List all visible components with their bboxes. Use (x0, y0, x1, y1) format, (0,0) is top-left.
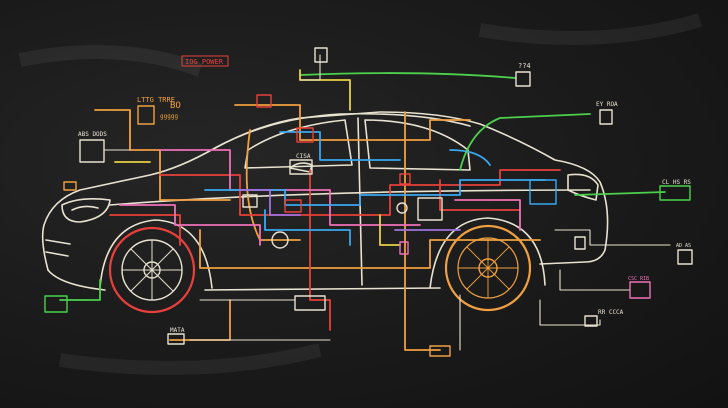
box-bottom-center (294, 295, 326, 311)
label-left-mid: ABS DODS (78, 131, 107, 138)
module-top-right (515, 71, 531, 87)
window-rear (364, 119, 471, 171)
label-right-upper: EY ROA (596, 101, 618, 108)
car-body (41, 111, 609, 291)
body-crease (109, 189, 591, 206)
label-left-bo: BO (170, 101, 181, 111)
labels: IOG POWER ??4 LTTG TRRE BO ggggg ABS DOD… (78, 55, 691, 334)
front-grille (45, 239, 71, 257)
wire-orange-1 (94, 109, 231, 201)
wire-blue-3 (264, 209, 351, 246)
label-left-upper: LTTG TRRE (137, 96, 175, 104)
sensor-top (314, 47, 328, 63)
label-bottom-right: RR CCCA (598, 309, 624, 316)
box-bottom-left (44, 295, 68, 313)
headlight (61, 198, 111, 223)
wire-green-3 (574, 191, 666, 196)
label-right-lower: AD AS (676, 243, 691, 249)
wire-orange-4 (404, 111, 441, 351)
wire-red-1 (159, 169, 561, 216)
box-center-3 (284, 199, 302, 213)
box-bottom-right (629, 281, 651, 299)
wire-orange-6 (245, 129, 301, 241)
label-right-low2: CSC RIB (628, 276, 649, 282)
box-right-mid (659, 185, 691, 201)
fuse-box (137, 105, 155, 125)
wire-white-3 (554, 229, 671, 246)
wire-blue-2 (279, 131, 401, 161)
box-bottom-left-2 (167, 333, 185, 345)
box-center-2 (242, 194, 258, 208)
wire-green-4 (59, 279, 101, 301)
module-left (79, 139, 105, 163)
box-right-lower (677, 249, 693, 265)
wire-white-5 (539, 299, 601, 326)
label-left-bo-sub: ggggg (160, 113, 178, 120)
car-outline (41, 111, 609, 271)
wire-white-4 (559, 269, 631, 291)
components (44, 47, 693, 357)
wire-blue-4 (449, 149, 491, 166)
wire-red-2 (309, 169, 331, 331)
wire-red-4 (439, 179, 521, 211)
taillight (567, 173, 599, 201)
sensor-center (396, 202, 408, 214)
front-wheel (99, 219, 213, 314)
box-bottom-mid (429, 345, 451, 357)
front-bumper (47, 269, 106, 291)
wire-yellow-1 (299, 69, 351, 111)
rocker-line (204, 287, 441, 291)
mirror (289, 162, 313, 173)
rear-wheel (429, 217, 546, 312)
label-right-mid: CL HS RS (662, 179, 691, 186)
label-top-left: IOG POWER (185, 58, 224, 66)
wire-green-2 (459, 113, 591, 171)
wire-green-1 (299, 72, 516, 79)
wire-orange-3 (199, 229, 541, 269)
label-top-right: ??4 (518, 62, 531, 70)
box-wheel-rear (399, 241, 409, 255)
motor-front (271, 231, 289, 249)
wire-yellow-2 (379, 214, 401, 246)
wire-orange-2 (234, 104, 471, 141)
box-bottom-right-2 (584, 315, 598, 327)
wire-red-3 (109, 214, 181, 246)
window-front (244, 119, 353, 169)
box-right-upper (599, 109, 613, 125)
label-roof-center: CISA (296, 153, 311, 160)
wire-white-2 (299, 54, 321, 81)
wire-blue-1 (204, 179, 546, 206)
box-center-1 (289, 159, 313, 175)
wiring-harness (59, 54, 671, 351)
connector-left (63, 181, 77, 191)
box-center-5 (417, 197, 443, 221)
wire-purple-1 (239, 189, 301, 216)
headlight-inner (71, 205, 99, 211)
box-rear-1 (529, 179, 557, 205)
label-bottom-left: MATA (170, 327, 185, 334)
wire-pink-3 (454, 199, 521, 231)
box-roof (296, 127, 314, 143)
box-rear-2 (574, 236, 586, 250)
relay-top (256, 94, 272, 108)
wire-pink-2 (119, 204, 261, 246)
box-center-4 (399, 173, 411, 185)
chalk-smudges (18, 13, 703, 375)
